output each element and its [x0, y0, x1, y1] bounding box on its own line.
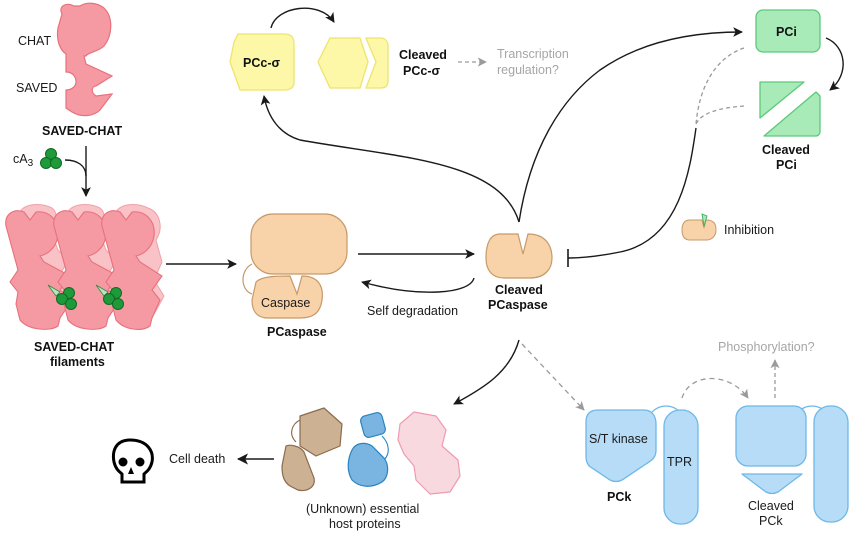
ca3-circle: [40, 157, 52, 169]
cleaved-pci-fragment: [759, 81, 805, 119]
arrow-to-pcc-sigma: [260, 95, 520, 223]
inhibition-legend-label: Inhibition: [724, 223, 774, 237]
pci-shape: [755, 9, 821, 53]
ca3-bound: [103, 293, 115, 305]
tpr-domain: [663, 409, 699, 525]
pcaspase-label: PCaspase: [267, 325, 327, 339]
host-protein-blue: [347, 442, 389, 487]
inhibition-legend-protein: [681, 219, 717, 241]
filaments-label-line2: filaments: [50, 355, 105, 369]
pci-protein: PCi: [755, 9, 821, 53]
cleaved-pck-label-line2: PCk: [759, 514, 783, 528]
dashed-cleaved-pci-link: [695, 105, 745, 125]
cleaved-pci-label-line2: PCi: [776, 158, 797, 172]
ca3-molecule: cA3: [13, 148, 62, 169]
host-proteins-label-line1: (Unknown) essential: [306, 502, 419, 516]
pcaspase-body: [250, 213, 348, 275]
cleaved-pck-label-line1: Cleaved: [748, 499, 794, 513]
arrow-pcc-cleavage: [270, 7, 335, 29]
cleaved-pcaspase-shape: [485, 233, 553, 279]
cleaved-pci-fragment: [763, 91, 821, 137]
arrow-to-cleaved-pck: [681, 377, 749, 399]
cleaved-pcc-label-line1: Cleaved: [399, 48, 447, 62]
pck-label: PCk: [607, 490, 631, 504]
transcription-label-line1: Transcription: [497, 47, 569, 61]
cleaved-pcc-sigma-protein: Cleaved PCc-σ: [317, 37, 447, 89]
inhibition-legend: Inhibition: [681, 213, 774, 241]
ca3-bound: [56, 293, 68, 305]
ca3-binding-arrow: [64, 159, 87, 177]
host-protein-brown: [281, 444, 315, 492]
cleaved-pck-protein: Cleaved PCk: [735, 405, 849, 528]
saved-chat-filaments: SAVED-CHAT filaments: [5, 204, 165, 369]
arrow-self-degradation: [361, 277, 475, 293]
skull-icon: [111, 438, 154, 484]
filament-unit: [5, 210, 73, 330]
host-protein-pink: [397, 411, 461, 495]
caspase-domain-label: Caspase: [261, 296, 310, 310]
arrow-pci-cleavage: [825, 37, 844, 91]
dashed-pci-link: [695, 47, 745, 125]
cleaved-pcc-fragment: [365, 37, 389, 89]
pck-protein: S/T kinase TPR PCk: [585, 405, 699, 525]
saved-chat-protein: CHAT SAVED SAVED-CHAT: [16, 2, 122, 138]
inhibition-edge: [567, 127, 697, 259]
cell-death-label: Cell death: [169, 452, 225, 466]
pcc-sigma-shape: [229, 33, 295, 91]
cleaved-pcaspase-label-line2: PCaspase: [488, 298, 548, 312]
st-kinase-domain: [585, 409, 657, 483]
pcc-sigma-label: PCc-σ: [243, 56, 280, 70]
host-proteins: (Unknown) essential host proteins: [281, 407, 461, 531]
pcaspase-linker: [242, 263, 253, 295]
cleaved-pci-label-line1: Cleaved: [762, 143, 810, 157]
ca3-circle: [45, 148, 57, 160]
saved-domain-label: SAVED: [16, 81, 57, 95]
cleaved-pcc-label-line2: PCc-σ: [403, 64, 440, 78]
pcc-sigma-protein: PCc-σ: [229, 33, 295, 91]
host-protein-blue: [360, 412, 386, 438]
ca3-label: cA3: [13, 152, 34, 169]
arrow-to-pci: [518, 27, 743, 223]
tpr-label: TPR: [667, 455, 692, 469]
ca3-bound: [112, 298, 124, 310]
st-kinase-label: S/T kinase: [589, 432, 648, 446]
arrow-to-pck: [521, 343, 585, 411]
host-protein-brown: [299, 407, 343, 457]
cleaved-pci-protein: Cleaved PCi: [759, 81, 821, 172]
cleaved-pck-fragment: [741, 473, 803, 495]
caspase-domain: [251, 275, 323, 319]
transcription-label-line2: regulation?: [497, 63, 559, 77]
pcaspase-protein: Caspase PCaspase: [242, 213, 348, 339]
filaments-label-line1: SAVED-CHAT: [34, 340, 114, 354]
cleaved-pcaspase-protein: Cleaved PCaspase: [485, 233, 553, 312]
cleaved-pcaspase-label-line1: Cleaved: [495, 283, 543, 297]
saved-chat-shape: [56, 2, 114, 117]
saved-chat-label: SAVED-CHAT: [42, 124, 122, 138]
cleaved-pck-tpr: [813, 405, 849, 523]
ca3-bound: [65, 298, 77, 310]
cleaved-pcc-fragment: [317, 37, 369, 89]
cleaved-pck-kinase: [735, 405, 807, 467]
phosphorylation-label: Phosphorylation?: [718, 340, 815, 354]
inhibition-legend-inhibitor: [701, 213, 708, 227]
pci-label: PCi: [776, 25, 797, 39]
chat-domain-label: CHAT: [18, 34, 51, 48]
self-degradation-label: Self degradation: [367, 304, 458, 318]
ca3-circle: [50, 157, 62, 169]
arrow-to-host-proteins: [453, 339, 520, 405]
host-proteins-label-line2: host proteins: [329, 517, 401, 531]
